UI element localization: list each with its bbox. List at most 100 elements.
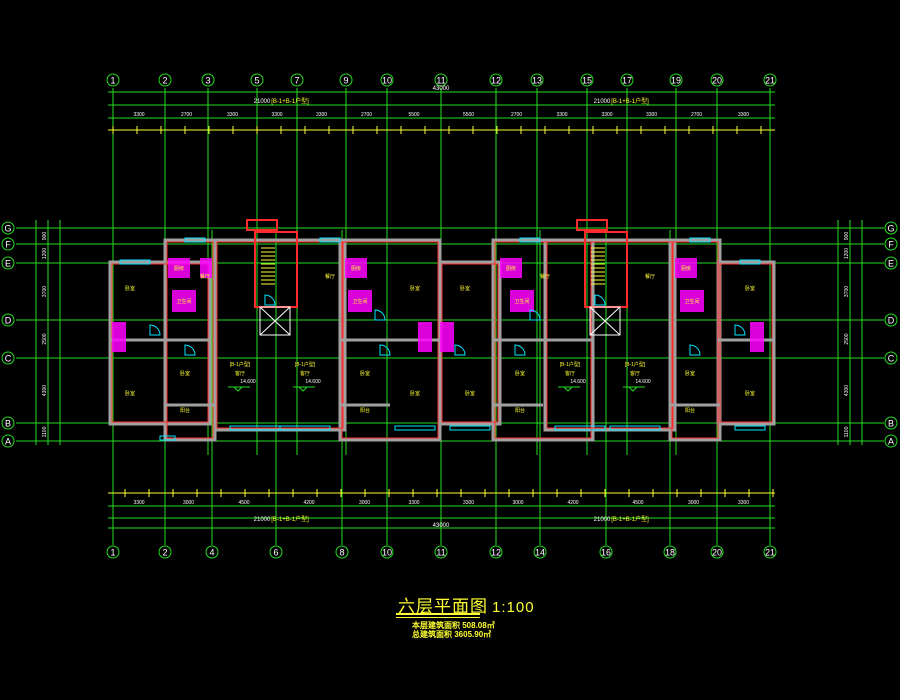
left-row-axis-label: C <box>5 354 12 364</box>
unit-dimension: 21000 <box>594 99 611 105</box>
bottom-axis-bubble <box>106 545 120 559</box>
bathroom-fixture <box>200 258 212 278</box>
top-segment-dimension: 5500 <box>408 112 419 118</box>
drawing-scale: 1:100 <box>492 599 535 616</box>
window <box>739 259 761 265</box>
left-row-axis-label: F <box>5 240 11 250</box>
bottom-segment-dimension: 3300 <box>408 500 419 506</box>
door-swing <box>514 344 526 356</box>
door-swing <box>594 294 606 306</box>
bathroom-fixture <box>345 258 367 278</box>
bathroom-fixture <box>750 322 764 352</box>
top-segment-dimension: 2700 <box>181 112 192 118</box>
total-dimension: 43000 <box>433 86 450 92</box>
row-dimension: 1100 <box>42 426 48 437</box>
top-axis-bubble <box>489 73 503 87</box>
left-row-axis-label: A <box>5 437 11 447</box>
room-label-living: 客厅 <box>630 370 640 377</box>
room-label-balcony: 阳台 <box>685 407 695 414</box>
door-swing <box>734 324 746 336</box>
bottom-axis-bubble <box>663 545 677 559</box>
right-row-axis-bubble <box>884 221 898 235</box>
right-row-axis-label: E <box>888 259 894 269</box>
right-row-axis-bubble <box>884 237 898 251</box>
top-axis-label: 7 <box>294 76 299 86</box>
top-axis-label: 17 <box>622 76 632 86</box>
floor-area: 本层建筑面积 508.08㎡ <box>412 621 495 630</box>
bottom-segment-dimension: 3000 <box>512 500 523 506</box>
top-axis-label: 10 <box>382 76 392 86</box>
bottom-axis-bubble <box>158 545 172 559</box>
bottom-axis-bubble <box>434 545 448 559</box>
bathroom-fixture <box>348 290 372 312</box>
bottom-axis-label: 11 <box>436 548 445 558</box>
right-row-axis-label: C <box>888 354 895 364</box>
top-segment-dimension: 3300 <box>556 112 567 118</box>
bottom-axis-label: 2 <box>162 548 167 558</box>
right-row-axis-label: A <box>888 437 894 447</box>
room-label-dining: 餐厅 <box>200 273 210 280</box>
top-axis-bubble <box>201 73 215 87</box>
top-axis-label: 21 <box>765 76 775 86</box>
room-label-unit_tag: [B-1户型] <box>230 361 251 368</box>
top-segment-dimension: 2700 <box>361 112 372 118</box>
top-axis-label: 20 <box>712 76 722 86</box>
door-swing <box>454 344 466 356</box>
room-label-bath: 卫生间 <box>684 298 699 305</box>
window <box>689 237 711 243</box>
right-row-axis-label: D <box>888 316 895 326</box>
elevator-shaft <box>259 306 291 336</box>
right-row-axis-label: F <box>888 240 894 250</box>
window <box>449 425 491 431</box>
door-swing <box>529 309 541 321</box>
window <box>184 237 206 243</box>
bottom-axis-bubble <box>599 545 613 559</box>
room-label-bedroom: 卧室 <box>745 390 755 397</box>
bottom-axis-bubble <box>489 545 503 559</box>
top-segment-dimension: 3300 <box>738 112 749 118</box>
left-row-axis-bubble <box>1 256 15 270</box>
bathroom-fixture <box>172 290 196 312</box>
right-row-axis-bubble <box>884 351 898 365</box>
top-segment-dimension: 2700 <box>511 112 522 118</box>
unit-type-tag: [B-1+B-1户型] <box>271 97 309 105</box>
room-label-bath: 卫生间 <box>514 298 529 305</box>
top-segment-dimension: 3300 <box>133 112 144 118</box>
bottom-axis-bubble <box>533 545 547 559</box>
bottom-axis-label: 6 <box>273 548 278 558</box>
top-axis-label: 19 <box>671 76 681 86</box>
title-underline <box>396 613 480 618</box>
total-area: 总建筑面积 3605.90㎡ <box>412 630 492 639</box>
room-label-dining: 餐厅 <box>325 273 335 280</box>
top-axis-label: 9 <box>343 76 348 86</box>
top-segment-dimension: 3300 <box>646 112 657 118</box>
bottom-axis-label: 20 <box>712 548 722 558</box>
bottom-axis-label: 16 <box>601 548 611 558</box>
unit-type-tag: [B-1+B-1户型] <box>611 97 649 105</box>
total-dimension: 43000 <box>433 523 450 529</box>
left-row-axis-label: E <box>5 259 11 269</box>
room-label-kitchen: 厨房 <box>506 265 516 272</box>
door-swing <box>379 344 391 356</box>
window <box>119 259 151 265</box>
top-segment-dimension: 3300 <box>316 112 327 118</box>
row-dimension: 900 <box>42 232 48 241</box>
row-dimension: 4300 <box>42 385 48 396</box>
elevation-symbol <box>558 386 580 392</box>
window <box>159 435 176 441</box>
window <box>554 425 606 431</box>
bottom-axis-label: 12 <box>491 548 501 558</box>
left-row-axis-bubble <box>1 416 15 430</box>
top-axis-label: 15 <box>582 76 592 86</box>
top-axis-label: 11 <box>436 76 445 86</box>
room-label-kitchen: 厨房 <box>351 265 361 272</box>
bathroom-fixture <box>510 290 534 312</box>
bottom-axis-bubble <box>205 545 219 559</box>
top-segment-dimension: 3300 <box>271 112 282 118</box>
room-label-bedroom: 卧室 <box>125 285 135 292</box>
window <box>279 425 331 431</box>
window <box>319 237 341 243</box>
bathroom-fixture <box>112 322 126 352</box>
left-row-axis-bubble <box>1 221 15 235</box>
